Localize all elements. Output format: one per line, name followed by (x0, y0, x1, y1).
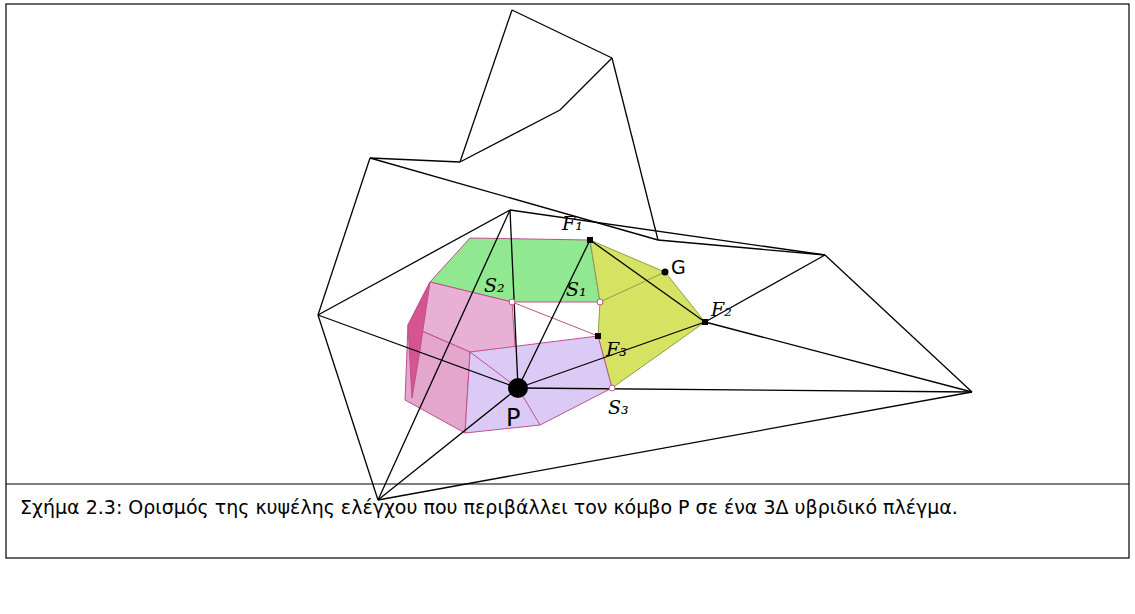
point-label: S₂ (484, 276, 505, 295)
mesh-wireframe (318, 10, 972, 500)
caption-divider (6, 483, 1129, 484)
figure-frame (6, 4, 1129, 558)
point-label: F₂ (711, 300, 732, 319)
control-volume (405, 238, 705, 433)
point-label: S₃ (608, 398, 629, 417)
cv-face-dark (408, 282, 430, 398)
cv-face-yellow (590, 240, 705, 388)
point-label: S₁ (566, 280, 587, 299)
point-markers (508, 237, 708, 398)
cv-face-lavender (465, 336, 612, 433)
point-label: F₃ (606, 340, 627, 359)
figure-caption: Σχήμα 2.3: Ορισμός της κυψέλης ελέγχου π… (20, 492, 1115, 522)
point-label: P (506, 406, 520, 430)
point-label: F₁ (562, 214, 583, 233)
point-label: G (671, 258, 686, 277)
